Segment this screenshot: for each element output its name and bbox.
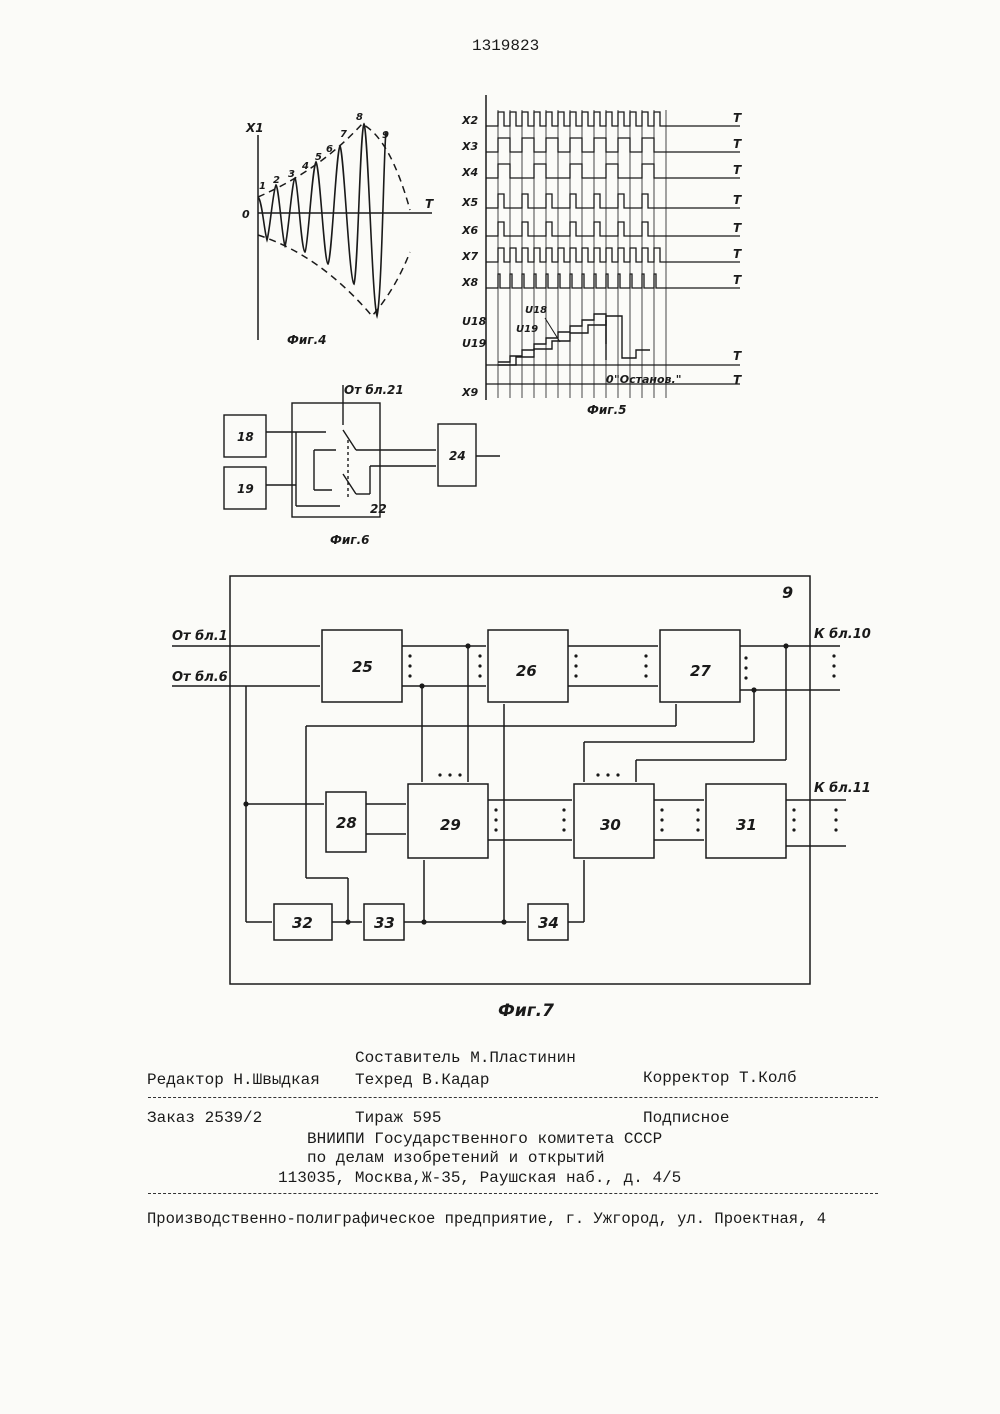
fig5-u19-label: U19 (462, 337, 487, 350)
fig5-caption: Фиг.5 (587, 403, 627, 417)
signal-time-label: T (733, 273, 742, 287)
signal-label-x6: X6 (461, 224, 478, 237)
waveform-x5 (486, 194, 740, 208)
fig4-caption: Фиг.4 (287, 333, 327, 347)
u18-staircase (498, 314, 606, 362)
fig5-u19-curve-label: U19 (516, 324, 538, 335)
signal-time-label: T (733, 247, 742, 261)
signal-label-x2: X2 (461, 114, 478, 127)
colophon-editor: Редактор Н.Швыдкая (147, 1072, 320, 1088)
fig5-t-label-u: T (733, 349, 742, 363)
fig5-zero-mark: 0 (606, 373, 614, 386)
oscillation-curve (258, 124, 386, 316)
fig5-stop-label: "Останов." (614, 373, 681, 386)
colophon-divider-1 (148, 1097, 878, 1098)
fig6-switch-label: 22 (370, 502, 387, 516)
colophon-org-line-2: по делам изобретений и открытий (307, 1150, 605, 1166)
block-31-label: 31 (736, 816, 757, 834)
lower-envelope (258, 235, 410, 316)
waveform-x3 (486, 138, 740, 152)
block-26-label: 26 (516, 662, 537, 680)
figure-5: X2TX3TX4TX5TX6TX7TX8T U18 U19 U18 U19 X9… (461, 95, 742, 417)
block-32-label: 32 (292, 914, 313, 932)
peak-label-8: 8 (356, 112, 363, 123)
block-27-label: 27 (690, 662, 711, 680)
colophon-address: 113035, Москва,Ж-35, Раушская наб., д. 4… (278, 1170, 681, 1186)
signal-label-x8: X8 (461, 276, 478, 289)
block-25-label: 25 (352, 658, 373, 676)
fig4-x-axis-label: T (425, 197, 434, 211)
peak-label-7: 7 (340, 129, 347, 140)
block-34-label: 34 (538, 914, 559, 932)
colophon-print-run: Тираж 595 (355, 1110, 441, 1126)
block-29-label: 29 (440, 816, 461, 834)
fig5-x9-label: X9 (461, 386, 478, 399)
fig6-caption: Фиг.6 (330, 533, 370, 547)
fig5-t-label-x9: T (733, 373, 742, 387)
fig5-waveforms (486, 112, 740, 288)
peak-label-9: 9 (382, 130, 389, 141)
block-28-label: 28 (336, 814, 357, 832)
signal-time-label: T (733, 193, 742, 207)
fig7-block-labels: 25 26 27 28 29 30 31 32 33 34 (292, 658, 757, 932)
fig7-output-2-label: К бл.11 (814, 781, 871, 796)
figure-4: X1 T 0 1 2 3 4 5 6 7 8 9 Фиг.4 (242, 112, 434, 347)
fig6-source-label: От бл.21 (344, 383, 404, 397)
signal-label-x5: X5 (461, 196, 478, 209)
figure-6: 18 19 24 22 От бл.21 Фиг.6 (224, 383, 500, 547)
signal-label-x3: X3 (461, 140, 478, 153)
colophon-printer: Производственно-полиграфическое предприя… (147, 1212, 826, 1228)
signal-time-label: T (733, 137, 742, 151)
colophon-techred: Техред В.Кадар (355, 1072, 489, 1088)
switch-22-frame (292, 403, 380, 517)
fig7-input-1-label: От бл.1 (172, 629, 228, 644)
colophon-corrector: Корректор Т.Колб (643, 1070, 797, 1086)
peak-label-1: 1 (259, 181, 266, 192)
waveform-x6 (486, 222, 740, 236)
signal-time-label: T (733, 221, 742, 235)
waveform-x7 (486, 248, 740, 262)
peak-label-3: 3 (288, 169, 295, 180)
colophon-compiler: Составитель М.Пластинин (355, 1050, 576, 1066)
fig7-caption: Фиг.7 (498, 1001, 554, 1021)
signal-time-label: T (733, 163, 742, 177)
waveform-x4 (486, 164, 740, 178)
colophon-subscription: Подписное (643, 1110, 729, 1126)
fig6-block-19-label: 19 (237, 482, 254, 496)
colophon-org-line-1: ВНИИПИ Государственного комитета СССР (307, 1131, 662, 1147)
page-number: 1319823 (472, 37, 539, 55)
colophon-order: Заказ 2539/2 (147, 1110, 262, 1126)
signal-label-x4: X4 (461, 166, 478, 179)
fig5-u18-curve-label: U18 (525, 305, 547, 316)
peak-label-4: 4 (301, 161, 309, 172)
fig6-block-24-label: 24 (449, 449, 466, 463)
signal-label-x7: X7 (461, 250, 478, 263)
peak-label-5: 5 (315, 152, 322, 163)
waveform-x8 (486, 274, 740, 288)
block-33-label: 33 (374, 914, 395, 932)
block-9-frame (230, 576, 810, 984)
fig6-block-18-label: 18 (237, 430, 254, 444)
colophon-divider-2 (148, 1193, 878, 1194)
block-30-label: 30 (600, 816, 621, 834)
fig5-u18-label: U18 (462, 315, 487, 328)
fig4-origin-label: 0 (242, 208, 250, 221)
fig4-peak-labels: 1 2 3 4 5 6 7 8 9 (259, 112, 389, 192)
figure-7: 9 25 26 27 28 29 30 31 32 33 34 От бл.1 … (172, 576, 871, 1021)
waveform-x2 (486, 112, 740, 126)
fig7-frame-label: 9 (782, 583, 793, 602)
peak-label-6: 6 (326, 144, 333, 155)
peak-label-2: 2 (273, 175, 280, 186)
fig7-ellipsis-dots (408, 654, 837, 831)
signal-time-label: T (733, 111, 742, 125)
fig7-output-1-label: К бл.10 (814, 627, 871, 642)
fig7-input-2-label: От бл.6 (172, 670, 228, 685)
fig4-y-axis-label: X1 (245, 121, 264, 135)
